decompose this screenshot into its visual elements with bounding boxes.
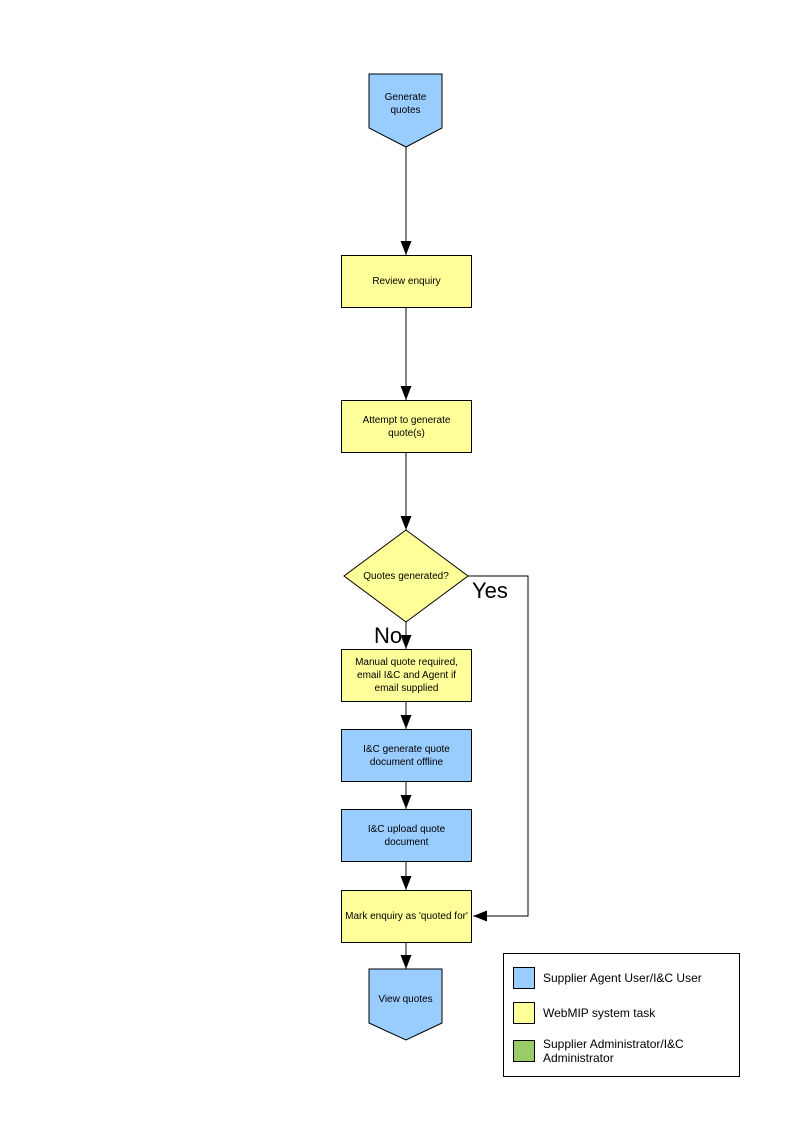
legend-label-user-task: Supplier Agent User/I&C User — [543, 971, 702, 985]
manual-quote-label: Manual quote required, email I&C and Age… — [355, 657, 458, 694]
ic-generate-offline-label: I&C generate quote document offline — [363, 743, 450, 768]
yes-branch-label: Yes — [472, 578, 508, 603]
view-quotes-terminator — [368, 968, 443, 1041]
legend-label-system-task: WebMIP system task — [543, 1006, 656, 1020]
mark-enquiry-label: Mark enquiry as 'quoted for' — [345, 911, 468, 922]
quotes-generated-decision — [343, 529, 469, 623]
legend-item-supplier-administrator: Supplier Administrator/I&C Administrator — [513, 1037, 735, 1065]
attempt-generate-label: Attempt to generate quote(s) — [362, 414, 451, 439]
ic-upload-step: I&C upload quote document — [341, 809, 472, 862]
legend-swatch-admin-task — [513, 1040, 535, 1062]
attempt-generate-step: Attempt to generate quote(s) — [341, 400, 472, 453]
legend: Supplier Agent User/I&C User WebMIP syst… — [503, 953, 740, 1077]
review-enquiry-step: Review enquiry — [341, 255, 472, 308]
legend-item-supplier-agent-user: Supplier Agent User/I&C User — [513, 967, 735, 989]
legend-item-webmip-system-task: WebMIP system task — [513, 1002, 735, 1024]
legend-swatch-user-task — [513, 967, 535, 989]
no-branch-label: No — [374, 623, 403, 648]
generate-quotes-terminator — [368, 73, 443, 148]
manual-quote-step: Manual quote required, email I&C and Age… — [341, 649, 472, 702]
mark-enquiry-step: Mark enquiry as 'quoted for' — [341, 890, 472, 943]
review-enquiry-label: Review enquiry — [372, 276, 441, 287]
ic-upload-label: I&C upload quote document — [367, 823, 446, 848]
legend-swatch-system-task — [513, 1002, 535, 1024]
ic-generate-offline-step: I&C generate quote document offline — [341, 729, 472, 782]
connector-yes-to-mark — [468, 575, 529, 922]
legend-label-admin-task: Supplier Administrator/I&C Administrator — [543, 1037, 684, 1065]
